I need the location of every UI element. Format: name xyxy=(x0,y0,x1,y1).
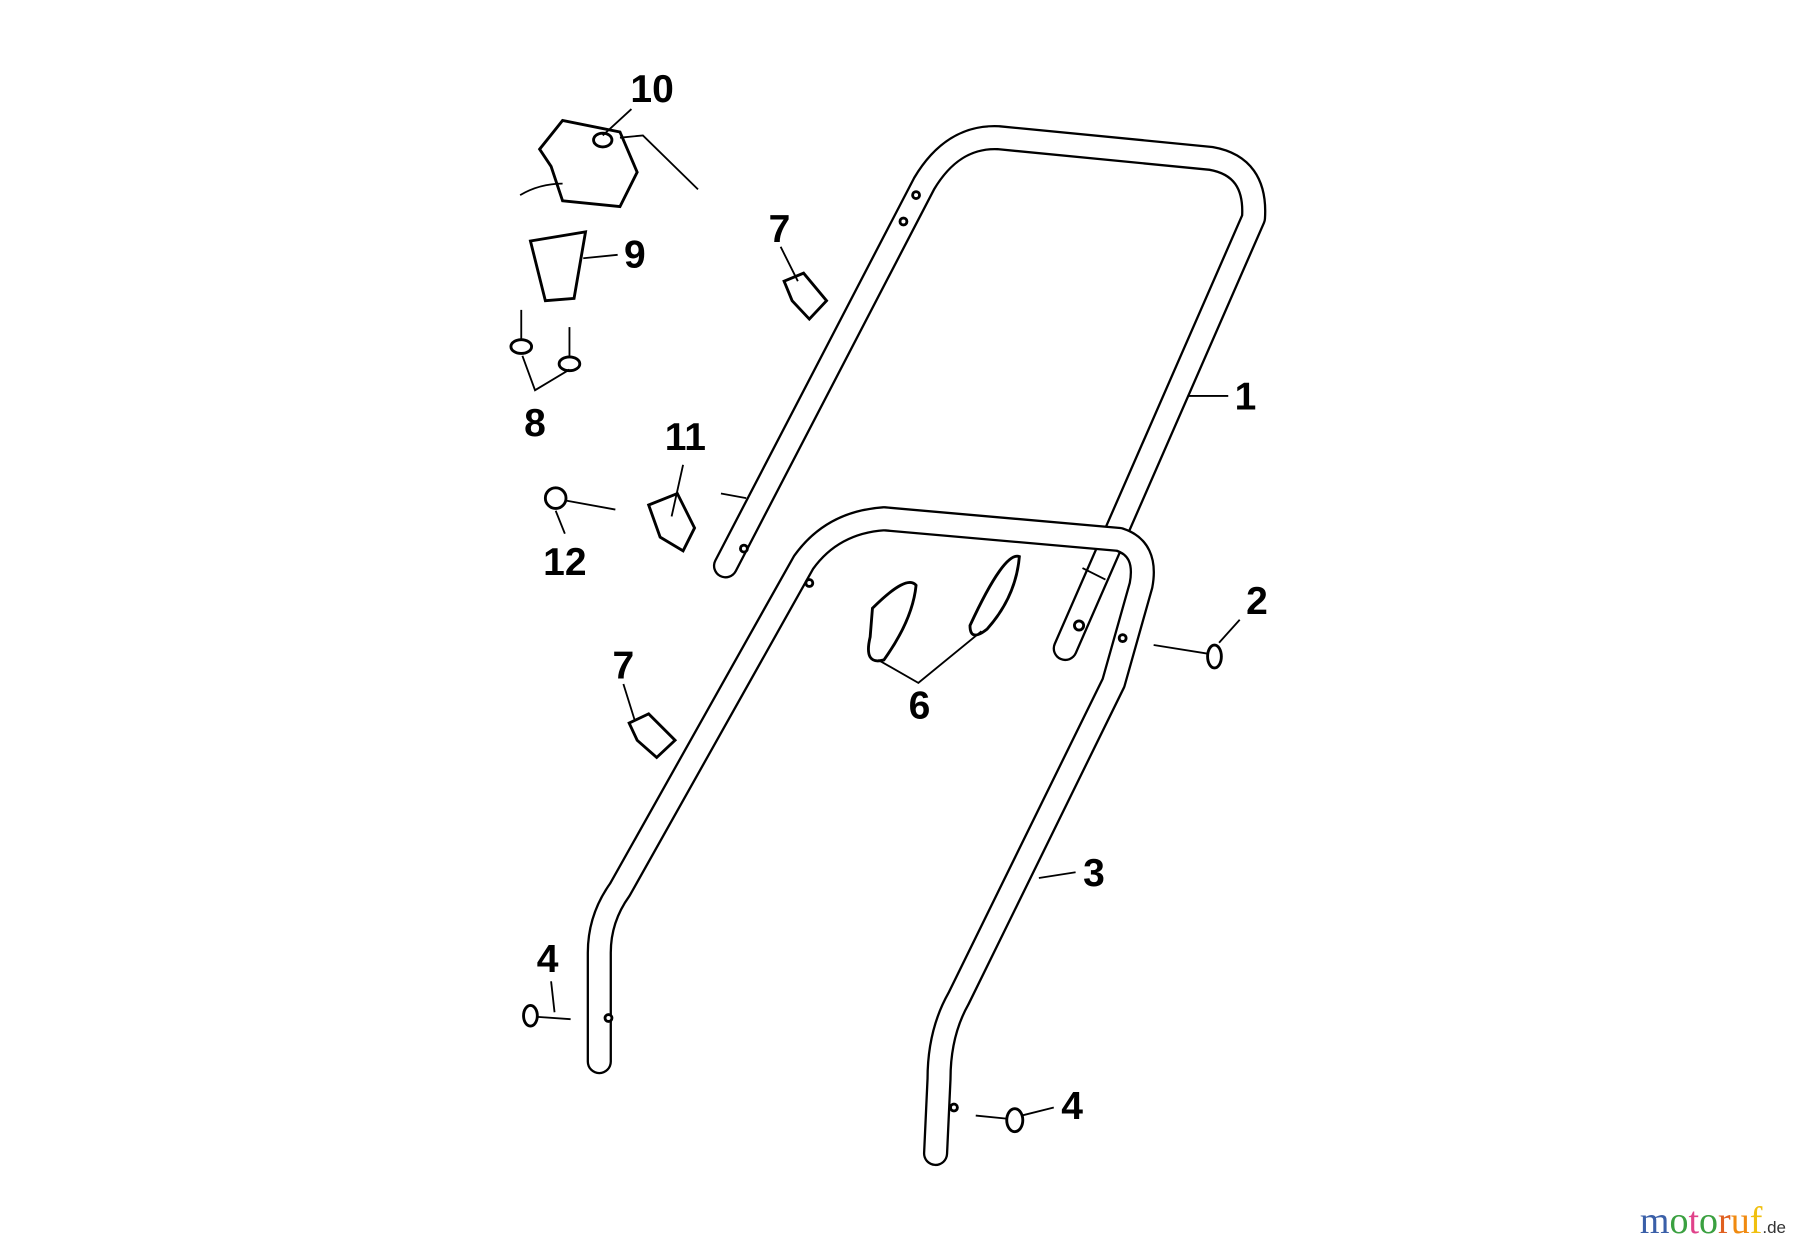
callout-7-lower: 7 xyxy=(613,644,635,687)
knob-part-6-left xyxy=(867,581,918,663)
screws-part-8 xyxy=(509,309,582,373)
callout-12: 12 xyxy=(543,541,586,584)
callout-3: 3 xyxy=(1083,852,1105,895)
bolt-part-4-right xyxy=(975,1107,1025,1134)
logo-suffix: .de xyxy=(1762,1218,1786,1237)
callout-11: 11 xyxy=(665,416,706,459)
knob-part-6-right xyxy=(968,554,1021,637)
logo-letter: u xyxy=(1730,1200,1750,1242)
upper-handle-part-1 xyxy=(712,125,1267,662)
clip-part-11 xyxy=(646,491,697,553)
callout-2: 2 xyxy=(1246,580,1268,623)
logo-letter: o xyxy=(1669,1200,1689,1242)
bolt-part-2 xyxy=(1153,643,1223,670)
logo-letter: t xyxy=(1688,1200,1700,1242)
callout-4-left: 4 xyxy=(537,938,559,981)
callout-10: 10 xyxy=(630,68,673,111)
motoruf-logo[interactable]: motoruf.de xyxy=(1640,1199,1786,1243)
lower-handle-part-3 xyxy=(586,506,1155,1167)
logo-letter: r xyxy=(1718,1200,1731,1242)
clip-part-7-lower xyxy=(627,712,678,760)
callout-4-right: 4 xyxy=(1061,1085,1083,1128)
bolt-part-12 xyxy=(543,486,616,511)
clip-part-7-upper xyxy=(782,271,829,322)
logo-letter: f xyxy=(1749,1200,1763,1242)
switch-part-10 xyxy=(519,118,699,209)
leader-lines xyxy=(521,108,1241,1117)
callout-7-upper: 7 xyxy=(769,208,791,251)
clip-part-9 xyxy=(528,230,588,303)
logo-letter: m xyxy=(1639,1200,1670,1242)
callout-9: 9 xyxy=(624,233,646,276)
callout-1: 1 xyxy=(1235,376,1257,419)
callout-6: 6 xyxy=(909,684,931,727)
logo-letter: o xyxy=(1699,1200,1719,1242)
callout-8: 8 xyxy=(524,402,546,445)
bolt-part-4-left xyxy=(522,1003,571,1028)
